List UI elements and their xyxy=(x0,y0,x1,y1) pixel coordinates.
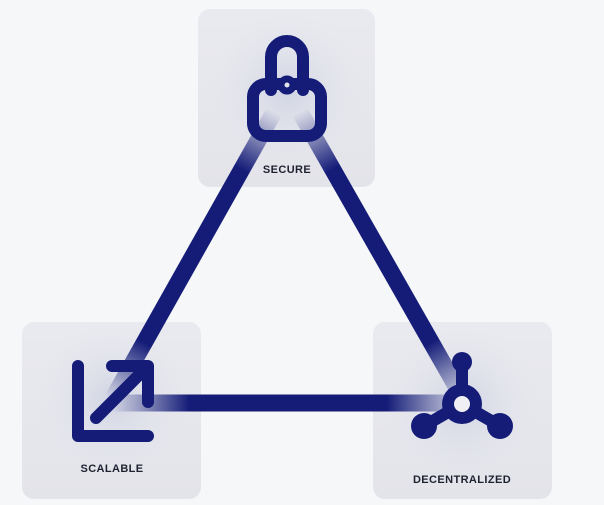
node-label-secure: SECURE xyxy=(263,164,311,176)
network-hub-icon xyxy=(411,352,513,439)
edge-secure-scalable xyxy=(104,107,282,405)
scale-arrow-icon xyxy=(72,360,154,442)
node-label-scalable: SCALABLE xyxy=(80,463,143,475)
edge-secure-decentralized xyxy=(292,107,472,405)
node-label-decentralized: DECENTRALIZED xyxy=(413,474,511,486)
lock-icon xyxy=(247,35,327,142)
